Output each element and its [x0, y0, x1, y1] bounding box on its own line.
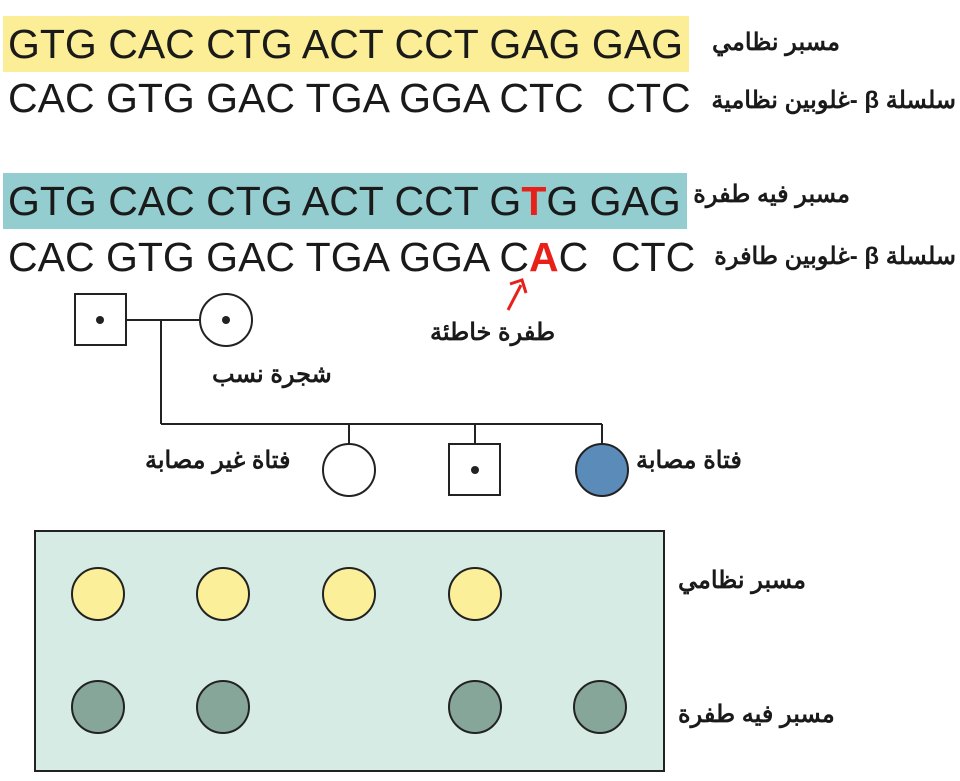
mutant-strand-mutation: A: [528, 234, 559, 280]
blot-mutant-dot-5: [573, 680, 627, 734]
affected-girl-label: فتاة مصابة: [636, 447, 742, 474]
blot-normal-dot-2: [196, 567, 250, 621]
unaffected-girl-label: فتاة غير مصابة: [145, 447, 291, 474]
blot-dots: [71, 567, 627, 734]
carrier-boy-dot: [471, 466, 479, 474]
blot-panel: [34, 530, 665, 772]
mutant-probe-mutation: T: [521, 178, 547, 224]
pedigree-children: [322, 443, 629, 497]
carrier-boy-square: [448, 443, 501, 496]
pedigree-parents: [74, 293, 603, 444]
mutant-strand-sequence-pre: CAC GTG GAC TGA GGA C: [8, 234, 529, 280]
blot-mutant-dot-4: [448, 680, 502, 734]
mutant-strand-sequence: CAC GTG GAC TGA GGA CAC CTC: [3, 229, 701, 285]
normal-strand-sequence: CAC GTG GAC TGA GGA CTC CTC: [8, 75, 691, 121]
father-carrier-dot: [96, 316, 104, 324]
mutant-probe-sequence-post: G GAG: [546, 178, 681, 224]
normal-strand-label: سلسلة β -غلوبين نظامية: [711, 87, 956, 114]
blot-mutant-dot-2: [196, 680, 250, 734]
blot-normal-label: مسبر نظامي: [678, 567, 806, 594]
normal-probe-label: مسبر نظامي: [712, 29, 840, 56]
pedigree-label: شجرة نسب: [212, 361, 332, 388]
normal-probe-sequence: GTG CAC CTG ACT CCT GAG GAG: [3, 16, 690, 72]
unaffected-girl-circle: [322, 443, 376, 497]
mutation-arrow: [506, 278, 528, 311]
mutant-probe-sequence: GTG CAC CTG ACT CCT GTG GAG: [3, 173, 687, 229]
mutant-probe-sequence-pre: GTG CAC CTG ACT CCT G: [8, 178, 522, 224]
mutant-probe-label: مسبر فيه طفرة: [693, 181, 850, 208]
point-mutation-label: طفرة خاطئة: [430, 319, 556, 346]
blot-normal-dot-3: [322, 567, 376, 621]
blot-normal-dot-1: [71, 567, 125, 621]
mutant-strand-sequence-post: C CTC: [558, 234, 696, 280]
blot-mutant-dot-1: [71, 680, 125, 734]
affected-girl-circle: [575, 443, 629, 497]
mother-carrier-dot: [222, 316, 230, 324]
blot-mutant-label: مسبر فيه طفرة: [678, 701, 835, 728]
mutant-strand-label: سلسلة β -غلوبين طافرة: [714, 243, 956, 270]
blot-normal-dot-4: [448, 567, 502, 621]
